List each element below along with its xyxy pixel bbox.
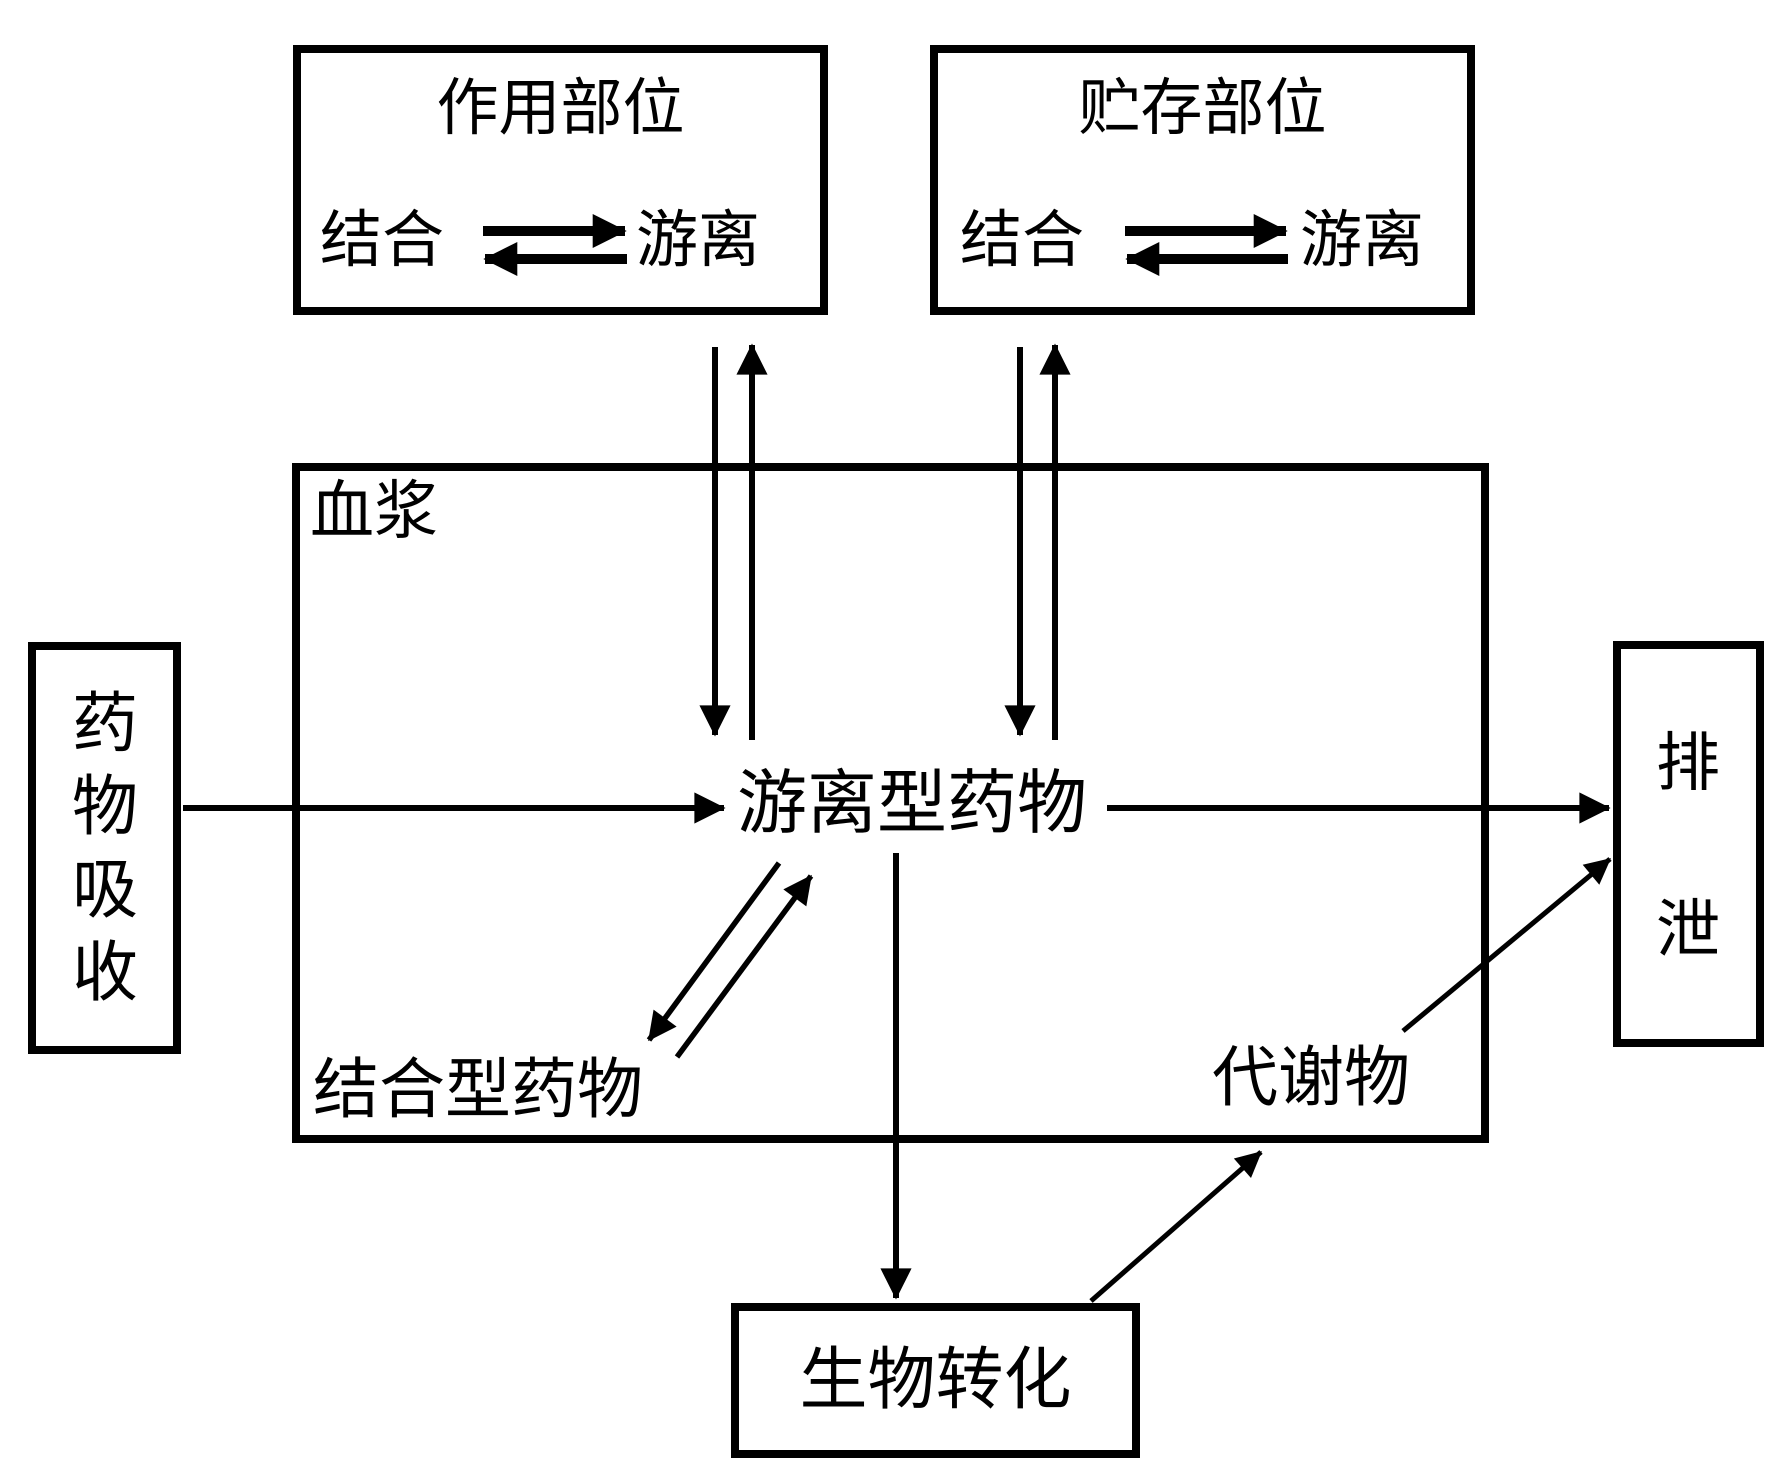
- excretion-box: [1613, 641, 1764, 1047]
- action-site-box: [293, 45, 828, 315]
- storage-site-title: 贮存部位: [1078, 75, 1327, 143]
- action-site-bound-label: 结合: [320, 207, 445, 275]
- biotransformation-box: [731, 1303, 1140, 1458]
- biotransformation-label: 生物转化: [799, 1342, 1072, 1418]
- plasma-box: [292, 463, 1489, 1143]
- storage-site-bound-label: 结合: [960, 207, 1085, 275]
- storage-site-free-label: 游离: [1300, 207, 1425, 275]
- drug-absorption-label: 药物吸收: [72, 688, 138, 1010]
- biotransformation-to-metabolite-arrow: [1089, 1150, 1263, 1303]
- excretion-label: 排泄: [1656, 728, 1720, 966]
- bound-drug-label: 结合型药物: [313, 1054, 643, 1127]
- metabolite-label: 代谢物: [1212, 1042, 1410, 1115]
- free-drug-label: 游离型药物: [737, 766, 1087, 843]
- storage-site-box: [930, 45, 1475, 315]
- action-site-free-label: 游离: [636, 207, 761, 275]
- action-site-title: 作用部位: [436, 75, 685, 143]
- plasma-label: 血浆: [310, 476, 438, 547]
- drug-absorption-box: [28, 642, 181, 1054]
